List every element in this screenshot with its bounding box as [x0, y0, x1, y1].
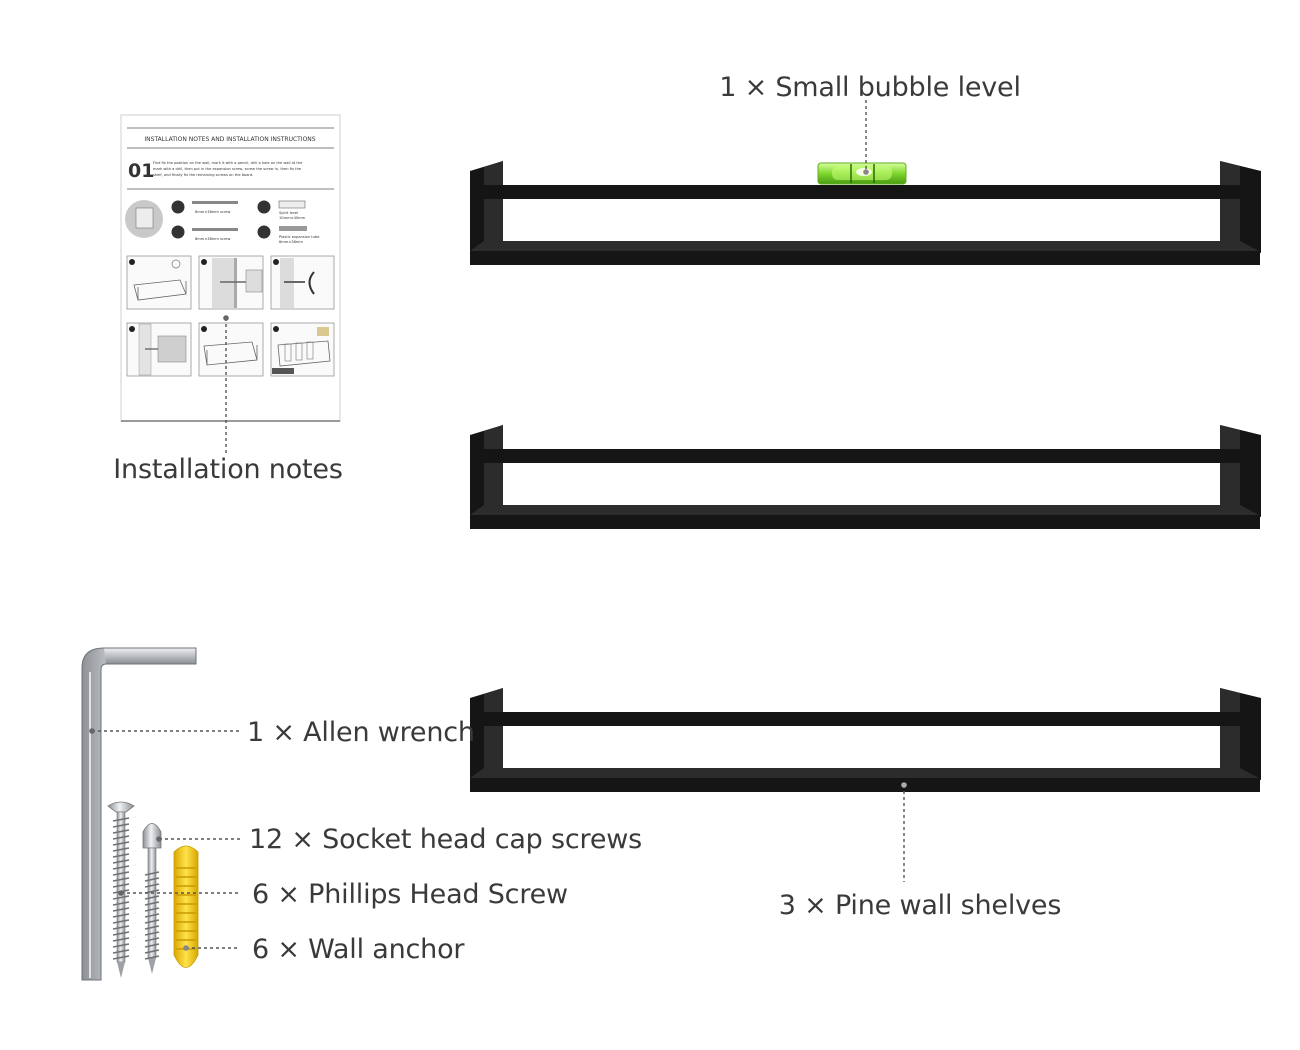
manual-parts-list: 4× 6mm×38mm screw 2× 8mm×38mm screw 1× S… — [125, 200, 320, 244]
manual-part-badge-3: 2× — [174, 231, 181, 237]
manual-part-badge-2: 1× — [260, 206, 267, 212]
pine-wall-shelves — [470, 161, 1261, 792]
manual-part-caption-2b: 10mm×40mm — [279, 216, 306, 220]
phillips-head-screw — [107, 801, 135, 978]
pine-shelves-label: 3 × Pine wall shelves — [779, 890, 1061, 921]
wall-anchor — [173, 845, 199, 968]
manual-part-caption-4b: 8mm×38mm — [279, 240, 303, 244]
allen-wrench-label: 1 × Allen wrench — [247, 717, 475, 748]
manual-part-caption-4a: Plastic expansion tube — [279, 235, 320, 239]
manual-tube-drawing — [279, 226, 307, 231]
manual-screw-drawing — [192, 201, 238, 204]
socket-head-cap-screw — [142, 823, 162, 974]
manual-part-caption-3: 8mm×38mm screw — [195, 237, 230, 241]
manual-header: INSTALLATION NOTES AND INSTALLATION INST… — [144, 136, 315, 143]
leader-lines — [89, 100, 907, 951]
manual-intro-line-3: shelf, and finally fix the remaining scr… — [153, 173, 253, 177]
phillips-screws-label: 6 × Phillips Head Screw — [252, 879, 568, 910]
manual-screw-drawing — [192, 228, 238, 231]
bubble-level-label: 1 × Small bubble level — [719, 72, 1021, 103]
manual-step-panels — [126, 255, 335, 377]
installation-manual: INSTALLATION NOTES AND INSTALLATION INST… — [120, 114, 341, 422]
allen-wrench — [81, 647, 197, 981]
manual-part-caption-1: 6mm×38mm screw — [195, 210, 230, 214]
wall-anchor-label: 6 × Wall anchor — [252, 934, 465, 965]
manual-part-caption-2a: Spirit level — [279, 211, 298, 215]
manual-intro-line-2: mark with a drill, then put in the expan… — [153, 167, 302, 171]
pine-wall-shelf — [470, 688, 1261, 792]
pine-wall-shelf — [470, 425, 1261, 529]
manual-step-number: 01 — [128, 160, 154, 182]
socket-screws-label: 12 × Socket head cap screws — [249, 824, 642, 855]
part-labels: 1 × Small bubble level Installation note… — [113, 72, 1061, 965]
manual-step-panel — [198, 322, 264, 377]
installation-notes-label: Installation notes — [113, 454, 342, 485]
manual-part-badge-4: 2× — [260, 231, 267, 237]
manual-intro-line-1: Find fix the position on the wall, mark … — [153, 161, 303, 165]
manual-level-drawing — [278, 200, 306, 209]
small-bubble-level — [817, 162, 907, 185]
pine-wall-shelf — [470, 161, 1261, 265]
manual-part-badge-1: 4× — [174, 206, 181, 212]
